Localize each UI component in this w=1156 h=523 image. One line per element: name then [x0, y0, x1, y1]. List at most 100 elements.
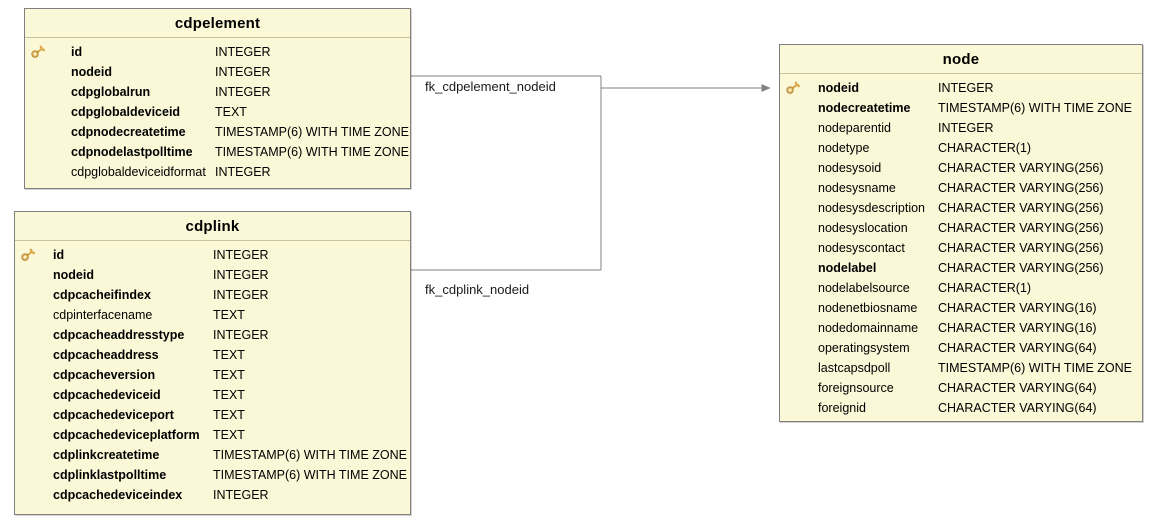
entity-title-node: node: [780, 45, 1142, 74]
attribute-row[interactable]: nodesyscontact CHARACTER VARYING(256): [780, 238, 1142, 258]
key-indicator-empty: [785, 240, 803, 256]
attribute-name: nodesyscontact: [818, 241, 905, 255]
attribute-type: TIMESTAMP(6) WITH TIME ZONE: [215, 125, 409, 139]
attribute-type: CHARACTER VARYING(64): [938, 341, 1097, 355]
key-indicator-empty: [30, 104, 48, 120]
attribute-type: TEXT: [213, 368, 245, 382]
attribute-row[interactable]: cdplinklastpolltime TIMESTAMP(6) WITH TIM…: [15, 465, 410, 485]
key-indicator-empty: [785, 200, 803, 216]
attribute-type: TIMESTAMP(6) WITH TIME ZONE: [213, 448, 407, 462]
attribute-type: TEXT: [213, 348, 245, 362]
attribute-type: CHARACTER VARYING(256): [938, 161, 1104, 175]
key-indicator-empty: [785, 320, 803, 336]
attribute-row[interactable]: nodeid INTEGER: [25, 62, 410, 82]
attribute-name: cdplinkcreatetime: [53, 448, 160, 462]
relationship-label-fk-cdpelement-nodeid: fk_cdpelement_nodeid: [425, 79, 556, 94]
key-indicator-empty: [20, 487, 38, 503]
key-indicator-empty: [785, 160, 803, 176]
attribute-name: cdpglobaldeviceid: [71, 105, 181, 119]
attribute-name: cdpinterfacename: [53, 308, 153, 322]
attribute-type: INTEGER: [215, 65, 271, 79]
key-indicator-empty: [20, 427, 38, 443]
key-indicator-empty: [20, 327, 38, 343]
primary-key-indicator: [785, 80, 803, 96]
key-indicator-empty: [785, 340, 803, 356]
attribute-name: cdpnodelastpolltime: [71, 145, 193, 159]
entity-title-cdpelement: cdpelement: [25, 9, 410, 38]
attribute-name: nodetype: [818, 141, 870, 155]
key-indicator-empty: [20, 447, 38, 463]
attribute-name: nodeid: [818, 81, 859, 95]
attribute-type: CHARACTER(1): [938, 141, 1032, 155]
attribute-name: nodenetbiosname: [818, 301, 918, 315]
attribute-type: CHARACTER VARYING(64): [938, 381, 1097, 395]
attribute-name: cdplinklastpolltime: [53, 468, 167, 482]
attribute-row[interactable]: operatingsystem CHARACTER VARYING(64): [780, 338, 1142, 358]
key-indicator-empty: [30, 84, 48, 100]
attribute-row[interactable]: nodesysoid CHARACTER VARYING(256): [780, 158, 1142, 178]
attribute-name: cdpcachedeviceplatform: [53, 428, 200, 442]
attribute-name: nodesysdescription: [818, 201, 926, 215]
attribute-type: TEXT: [213, 388, 245, 402]
attribute-type: TIMESTAMP(6) WITH TIME ZONE: [938, 101, 1132, 115]
primary-key-icon: [786, 81, 801, 94]
attribute-type: INTEGER: [213, 288, 269, 302]
key-indicator-empty: [30, 64, 48, 80]
fk-cdpelement-nodeid-connector: [411, 75, 771, 270]
key-indicator-empty: [785, 180, 803, 196]
attribute-name: nodeid: [71, 65, 112, 79]
attribute-name: operatingsystem: [818, 341, 910, 355]
attribute-row[interactable]: cdplinkcreatetime TIMESTAMP(6) WITH TIME …: [15, 445, 410, 465]
attribute-name: cdpglobaldeviceidformat: [71, 165, 206, 179]
attribute-type: TIMESTAMP(6) WITH TIME ZONE: [213, 468, 407, 482]
attribute-type: CHARACTER VARYING(64): [938, 401, 1097, 415]
primary-key-icon: [31, 45, 46, 58]
attribute-type: INTEGER: [215, 85, 271, 99]
key-indicator-empty: [785, 380, 803, 396]
attribute-type: INTEGER: [938, 121, 994, 135]
key-indicator-empty: [20, 307, 38, 323]
relationship-label-fk-cdplink-nodeid: fk_cdplink_nodeid: [425, 282, 530, 297]
attribute-name: nodesysoid: [818, 161, 882, 175]
attribute-type: INTEGER: [213, 328, 269, 342]
attribute-row[interactable]: nodetype CHARACTER(1): [780, 138, 1142, 158]
attribute-type: CHARACTER VARYING(256): [938, 241, 1104, 255]
key-indicator-empty: [785, 220, 803, 236]
attribute-type: INTEGER: [213, 488, 269, 502]
